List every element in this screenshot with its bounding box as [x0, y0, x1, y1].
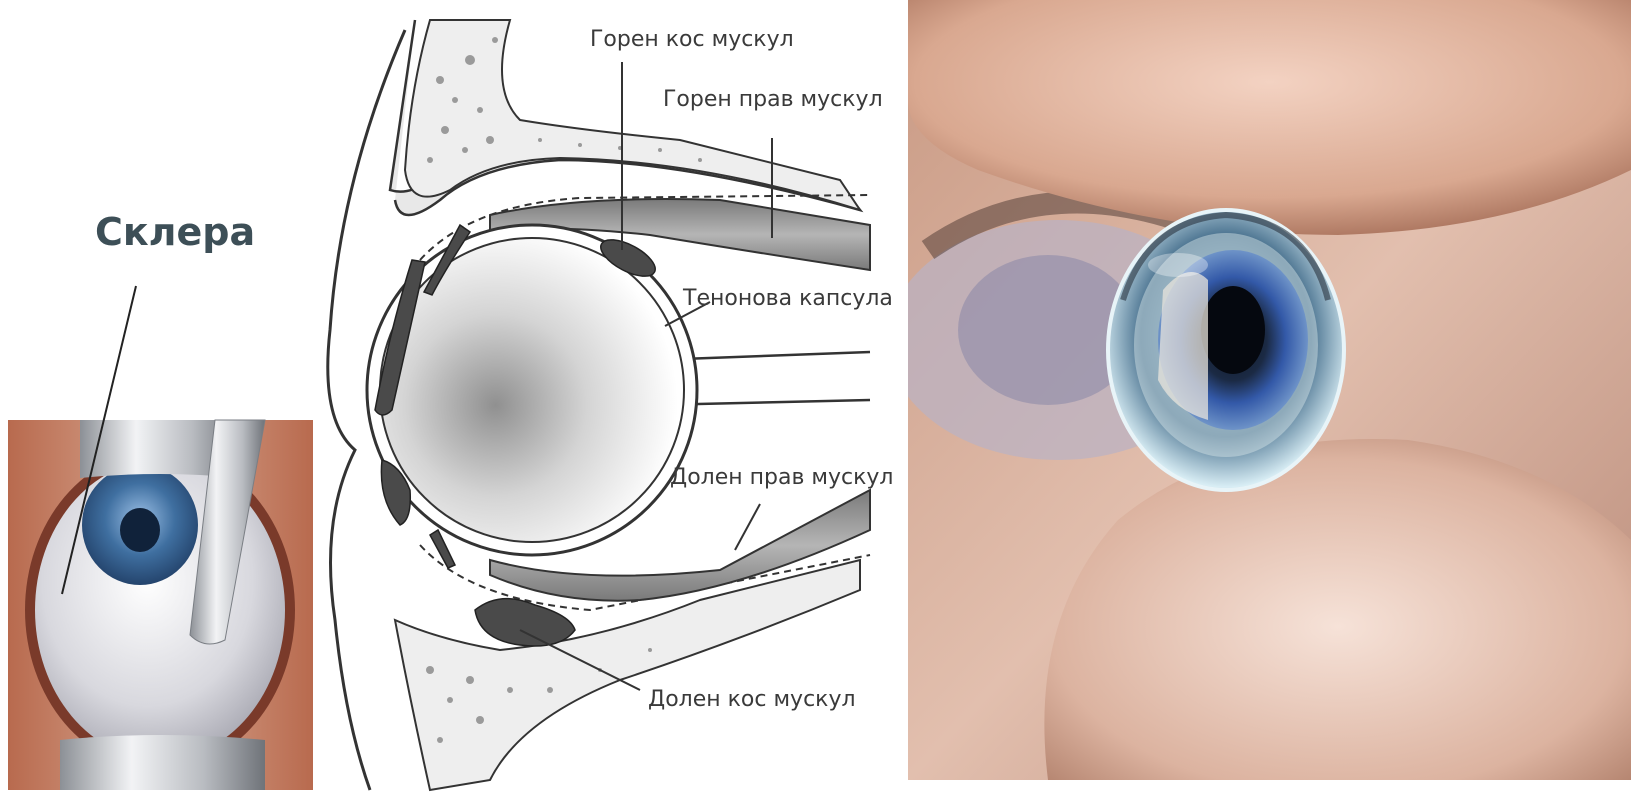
inferior-oblique-muscle: [475, 599, 575, 646]
label-tenon-capsule: Тенонова капсула: [682, 286, 893, 311]
label-superior-oblique: Горен кос мускул: [590, 27, 794, 52]
sclera-illustration: Склера: [0, 0, 320, 798]
eyeball-inner: [380, 238, 684, 542]
contact-lens-photo-panel: [908, 0, 1631, 780]
eye-surgery-image: [8, 420, 313, 790]
orbit-diagram-panel: Горен кос мускул Горен прав мускул Тенон…: [320, 0, 908, 798]
orbit-cross-section: Горен кос мускул Горен прав мускул Тенон…: [320, 0, 908, 798]
lens-reflected-pupil: [1201, 286, 1265, 374]
sclera-illustration-panel: Склера: [0, 0, 320, 798]
label-inferior-rectus: Долен прав мускул: [670, 465, 894, 490]
contact-lens: [1108, 210, 1344, 490]
contact-lens-photo: [908, 0, 1631, 780]
label-superior-rectus: Горен прав мускул: [663, 87, 883, 112]
lower-retractor: [60, 735, 265, 790]
lower-lid-retractor: [430, 530, 455, 568]
sclera-label: Склера: [95, 210, 255, 254]
leader-inferior-rectus: [735, 504, 760, 550]
label-inferior-oblique: Долен кос мускул: [648, 687, 856, 712]
